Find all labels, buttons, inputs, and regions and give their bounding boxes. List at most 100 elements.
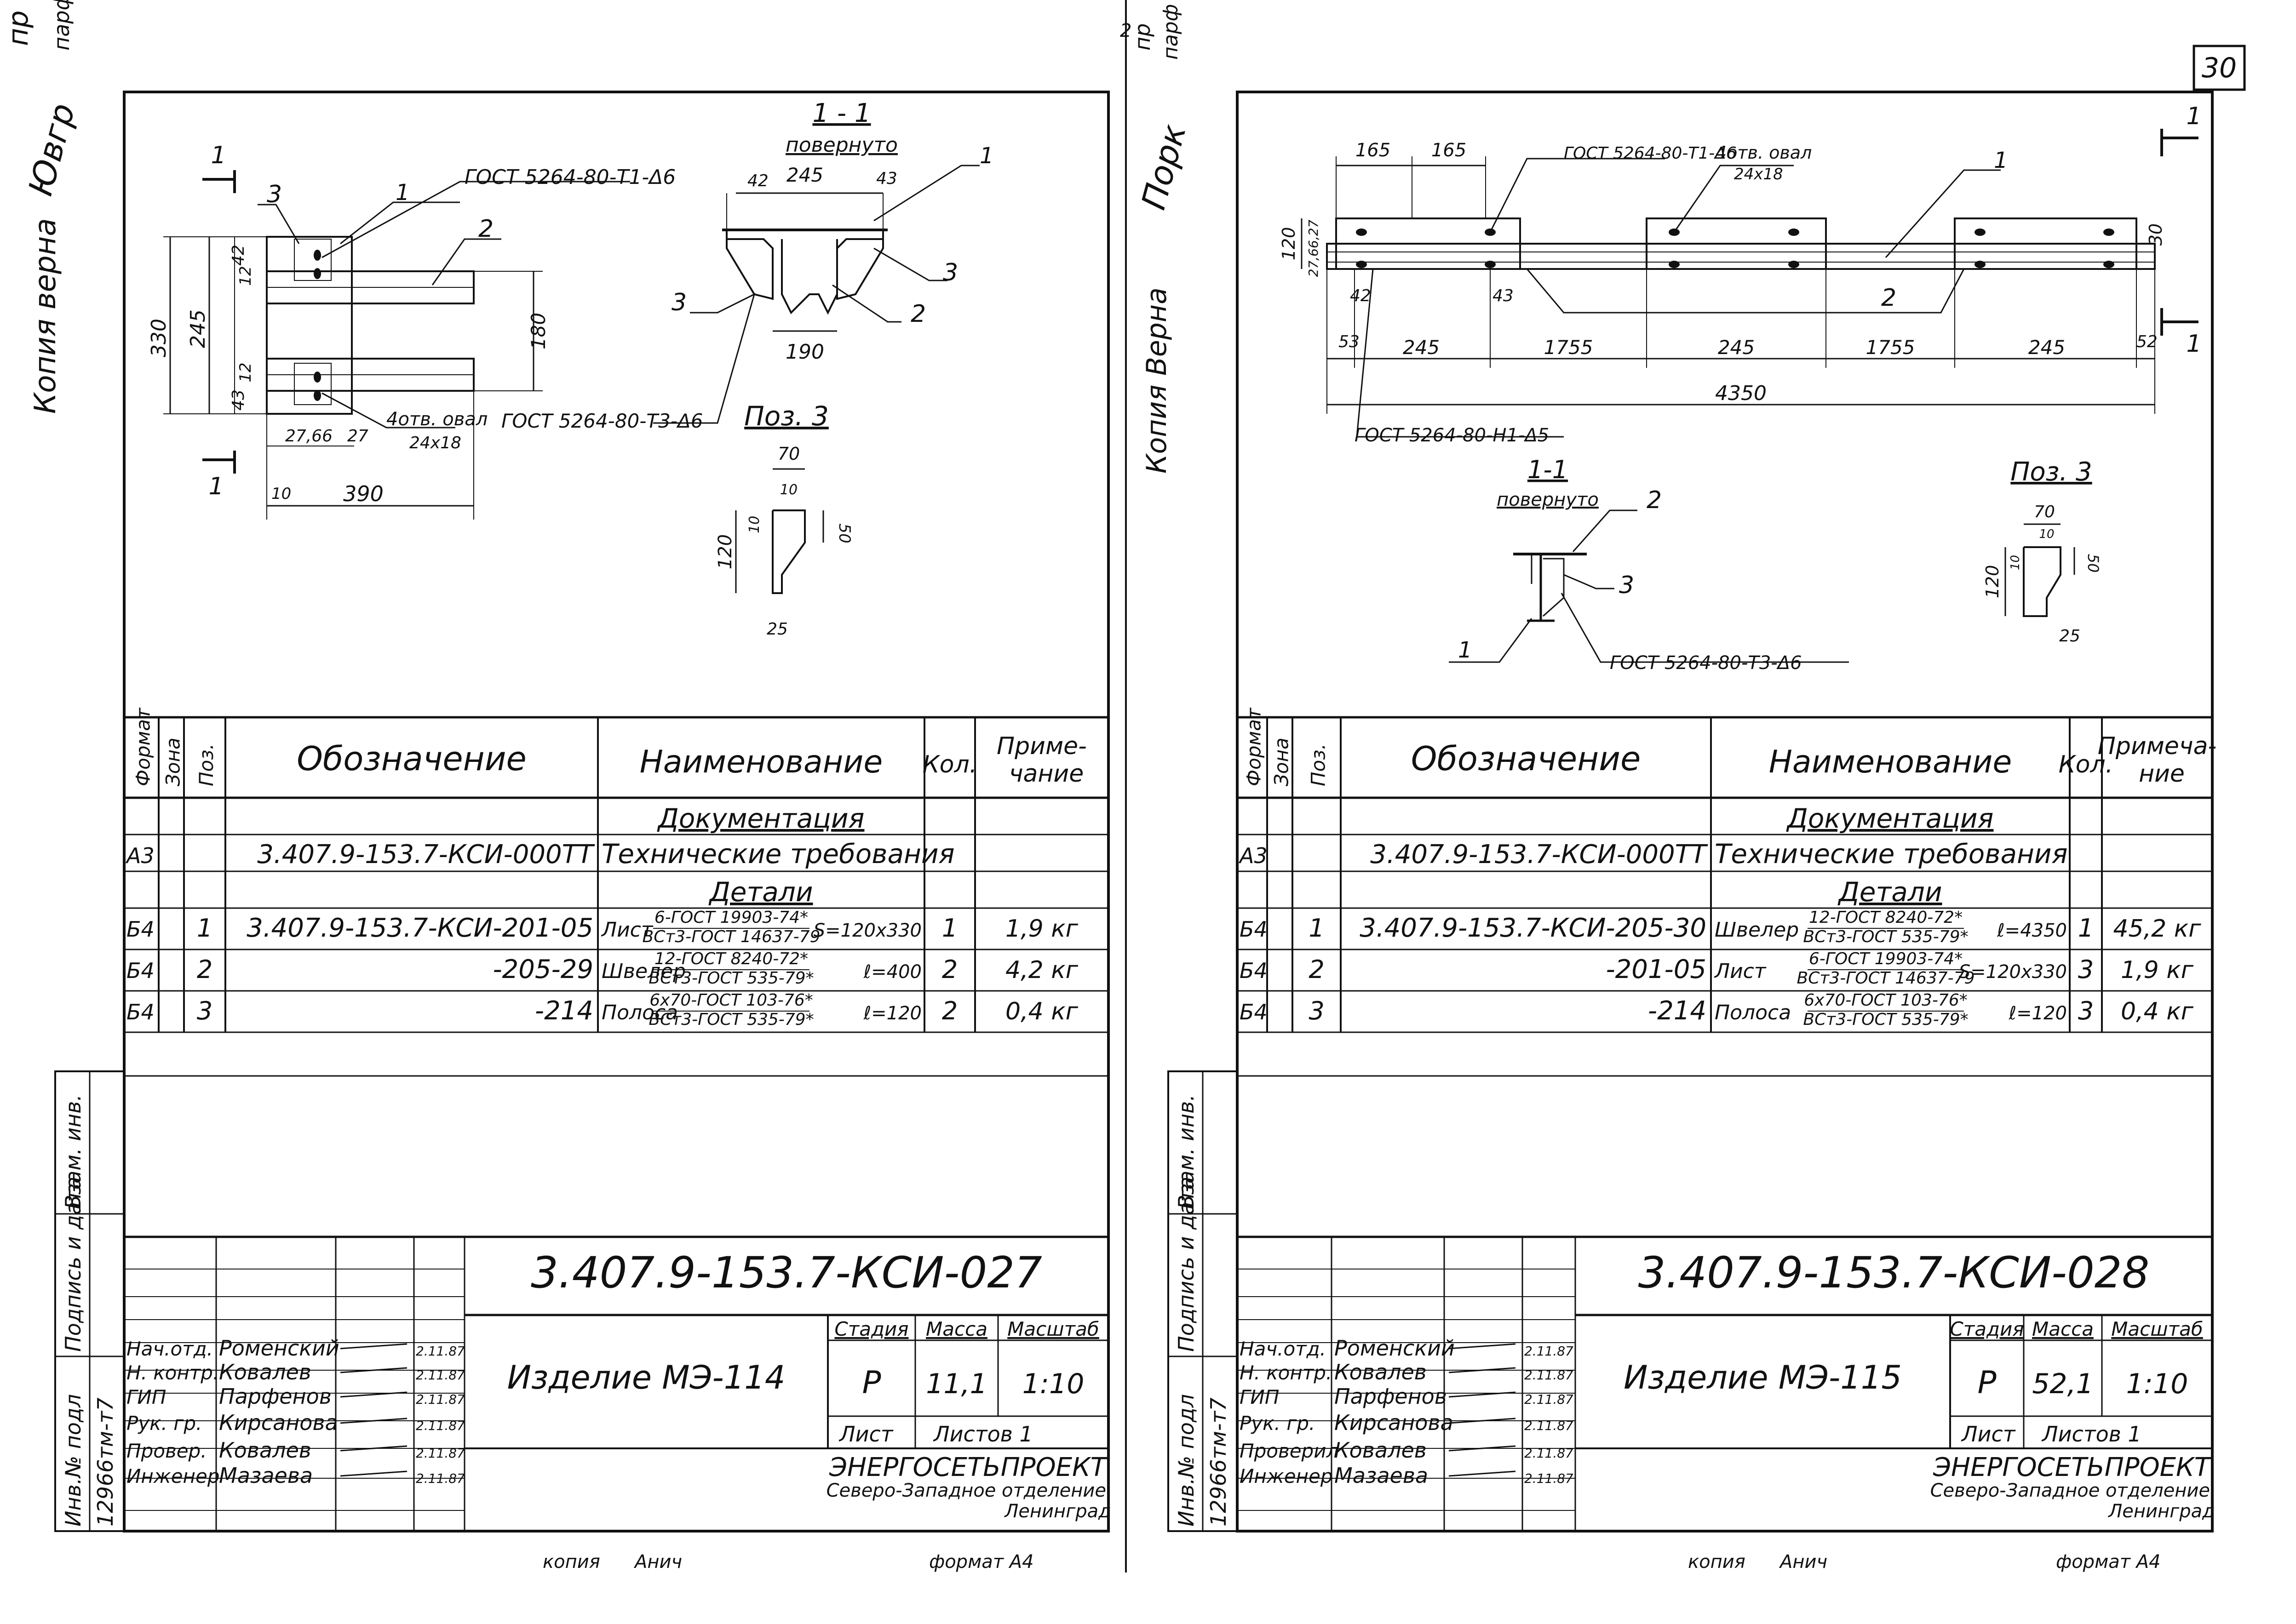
section-title: 1 - 1 <box>812 98 871 128</box>
cell-qty: 1 <box>2078 914 2094 943</box>
sheet-number-box <box>2193 45 2246 91</box>
dim-330: 330 <box>147 319 171 357</box>
staff-date: 2.11.87 <box>416 1344 465 1359</box>
section-marker: 1 <box>208 473 224 500</box>
weld-note-top: ГОСТ 5264-80-Т1-Δ6 <box>465 166 676 189</box>
cell-designation: -205-29 <box>493 955 593 984</box>
header-pos: Поз. <box>1307 743 1330 786</box>
cell-qty: 2 <box>942 955 958 984</box>
copy-stamp: Копия верна <box>29 218 63 414</box>
cell-name-size: S=120х330 <box>814 920 922 941</box>
cell-designation: -201-05 <box>1606 955 1706 984</box>
header-name: Наименование <box>1769 744 2012 780</box>
document-code: 3.407.9-153.7-КСИ-028 <box>1638 1248 2150 1298</box>
leader <box>321 181 630 258</box>
pos-2-label: 2 <box>1881 284 1896 312</box>
section-sub: повернуто <box>786 133 898 157</box>
staff-date: 2.11.87 <box>1524 1344 1573 1359</box>
cell-note: 45,2 кг <box>2113 915 2201 943</box>
cell-pos: 3 <box>197 996 212 1025</box>
oval-hole <box>1669 261 1680 268</box>
signature: Порк <box>1134 120 1194 214</box>
staff-name: Ковалев <box>1334 1360 1427 1384</box>
dim-43: 43 <box>229 389 248 411</box>
header-note: Примеча- <box>2098 732 2216 760</box>
sec-pos-3: 3 <box>1619 572 1634 599</box>
poz3-120: 120 <box>1982 565 2003 599</box>
cell-format: Б4 <box>126 917 155 942</box>
center-mark: пр <box>1130 23 1155 51</box>
cell-note: 1,9 кг <box>1005 915 1079 943</box>
staff-role: Инженер <box>126 1465 220 1487</box>
header-note: чание <box>1009 760 1084 788</box>
weld-note-top: ГОСТ 5264-80-Т1-Δ6 <box>1564 144 1737 163</box>
dim-390: 390 <box>343 481 384 506</box>
cell-name: Швелер <box>1715 918 1799 942</box>
leader <box>1489 158 1665 233</box>
pos-1-label: 1 <box>1994 148 2008 173</box>
poz3-title: Поз. 3 <box>744 400 829 432</box>
leader <box>690 293 755 314</box>
staff-role: Н. контр. <box>1240 1361 1332 1384</box>
dim-4350: 4350 <box>1715 382 1767 405</box>
cell-name-size: ℓ=400 <box>863 961 922 983</box>
oval-hole <box>314 250 321 261</box>
dim-43: 43 <box>1492 286 1514 305</box>
sheet-label: Лист <box>1961 1422 2016 1447</box>
staff-name: Ковалев <box>1334 1438 1427 1463</box>
cell-name: Швелер <box>602 960 686 983</box>
header-name: Наименование <box>640 744 883 780</box>
oval-hole <box>1788 229 1799 236</box>
dim-165: 165 <box>1431 140 1466 161</box>
cell-designation: 3.407.9-153.7-КСИ-205-30 <box>1360 913 1706 943</box>
section-channel <box>781 239 838 315</box>
poz3-outline <box>772 509 806 594</box>
staff-role: ГИП <box>1240 1386 1279 1408</box>
section-weld-note: ГОСТ 5264-80-Т3-Δ6 <box>1610 652 1802 674</box>
header-format: Формат <box>132 707 155 786</box>
staff-name: Мазаева <box>1334 1463 1428 1488</box>
inv-podl-label: Инв.№ подл <box>1174 1394 1199 1527</box>
replace-inv-label: Взам. инв. <box>1174 1094 1199 1209</box>
corner-mark: пр <box>2 11 34 46</box>
footer-copy: копия <box>1688 1551 1745 1573</box>
cell-pos: 1 <box>1309 914 1324 943</box>
footer-copy-sign: Анич <box>1779 1551 1827 1573</box>
leader <box>1449 618 1533 663</box>
leader <box>258 204 300 244</box>
section-strip <box>836 230 884 300</box>
oval-hole <box>314 372 321 383</box>
weld-note-bottom: ГОСТ 5264-80-Т3-Δ6 <box>501 410 703 432</box>
cell-designation: 3.407.9-153.7-КСИ-000ТТ <box>257 840 595 869</box>
dim-10: 10 <box>271 485 291 503</box>
staff-date: 2.11.87 <box>416 1392 465 1407</box>
pos-2-label: 2 <box>478 215 494 243</box>
dim-42: 42 <box>1350 286 1371 305</box>
dim-12: 12 <box>236 266 255 286</box>
staff-role: Нач.отд. <box>1240 1338 1326 1360</box>
stage-value: Р <box>862 1365 881 1401</box>
holes-label: 4отв. овал <box>1716 143 1812 163</box>
drawing-frame <box>123 91 1110 1533</box>
section-strip <box>1543 558 1565 617</box>
staff-role: Проверил <box>1240 1440 1338 1462</box>
cell-name-steel: ВСт3-ГОСТ 535-79* <box>1803 927 1968 946</box>
plate-pos1 <box>266 236 353 415</box>
dim-27-66-27: 27,66,27 <box>1306 219 1321 277</box>
section-marker: 1 <box>211 142 226 169</box>
cell-name-gost: 6-ГОСТ 19903-74* <box>654 908 808 927</box>
cell-designation: -214 <box>535 996 593 1026</box>
cell-designation: -214 <box>1648 996 1706 1026</box>
poz3-50: 50 <box>835 523 854 543</box>
poz3-25: 25 <box>2059 627 2080 646</box>
poz3-10: 10 <box>780 482 798 498</box>
cell-pos: 2 <box>197 955 212 984</box>
poz3-10: 10 <box>746 516 763 533</box>
sec-pos-3: 3 <box>672 289 687 316</box>
cell-name-gost: 12-ГОСТ 8240-72* <box>1809 908 1963 927</box>
cell-format: Б4 <box>1240 917 1268 942</box>
section-marker: 1 <box>2186 103 2201 130</box>
dim-12: 12 <box>236 362 255 382</box>
sheets-label: Листов 1 <box>933 1422 1033 1447</box>
mass-value: 11,1 <box>926 1368 987 1400</box>
